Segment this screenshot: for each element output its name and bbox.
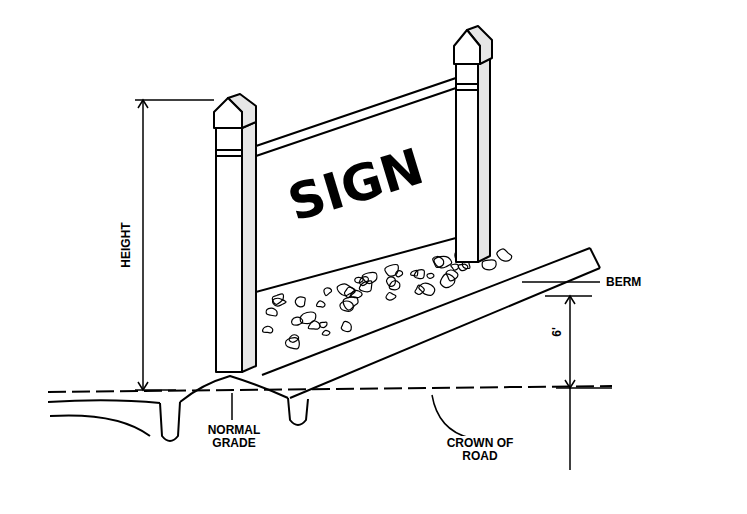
shrub: [286, 338, 300, 349]
shrub: [386, 292, 396, 300]
crown-leader: [432, 395, 470, 438]
dimension-label: HEIGHT: [119, 220, 134, 269]
road-edge: [50, 415, 150, 436]
shrub: [389, 281, 399, 290]
callout-label: NORMAL GRADE: [192, 423, 276, 450]
dimension-arrow: [565, 380, 575, 388]
shrub: [322, 330, 330, 335]
shrub: [263, 326, 273, 333]
extension-line: [135, 99, 214, 101]
post-cap: [454, 30, 480, 64]
shrub: [446, 270, 458, 281]
dimension-arrow: [138, 382, 148, 390]
shrub: [300, 312, 315, 323]
extension-line: [135, 389, 176, 391]
shrub: [308, 321, 320, 329]
shrub: [419, 283, 435, 295]
road-edge: [48, 400, 160, 403]
shrub: [317, 301, 326, 307]
shrub: [482, 260, 496, 270]
shrub: [350, 290, 362, 297]
shrub: [414, 270, 424, 279]
extension-line: [556, 387, 612, 389]
shrub: [385, 265, 399, 277]
dimension-arrow: [138, 100, 148, 108]
shrub: [272, 294, 283, 305]
extension-line: [545, 295, 592, 297]
post-collar: [456, 84, 478, 90]
berm-base: [290, 268, 600, 398]
dimension-arrow: [565, 296, 575, 304]
shrub: [324, 288, 332, 296]
shrub: [359, 277, 368, 286]
sign-face: [256, 78, 456, 292]
post-front: [456, 64, 478, 262]
berm-dimension: [569, 296, 571, 470]
berm-leader: [522, 281, 600, 283]
post-cap: [214, 98, 242, 128]
grade-leader: [231, 393, 233, 420]
ditch: [288, 398, 308, 425]
post-collar: [216, 150, 242, 156]
post-side: [478, 58, 490, 262]
height-dimension: [142, 100, 144, 390]
shrub: [320, 322, 327, 328]
shrub: [427, 273, 434, 278]
shrub: [343, 297, 358, 310]
shrub: [362, 272, 377, 283]
shrub: [497, 249, 512, 261]
post-side: [242, 122, 256, 372]
ditch: [160, 402, 180, 441]
shrub: [295, 297, 305, 307]
crown-line: [48, 386, 612, 392]
shrub: [386, 277, 395, 286]
post-front: [216, 128, 242, 372]
posts: [214, 26, 492, 372]
sign-panel: SIGN: [254, 60, 458, 300]
shrub: [434, 256, 452, 267]
sign-band: [256, 88, 456, 156]
dimension-label: 6': [550, 325, 565, 339]
shrub: [341, 321, 351, 331]
berm-end: [590, 248, 600, 268]
shrub: [451, 264, 459, 270]
callout-label: BERM: [604, 275, 643, 290]
shrub: [396, 271, 403, 277]
shrub: [266, 308, 277, 316]
callout-label: CROWN OF ROAD: [438, 436, 522, 463]
dimension-lines: [135, 100, 612, 470]
ground-lines: [48, 248, 612, 441]
